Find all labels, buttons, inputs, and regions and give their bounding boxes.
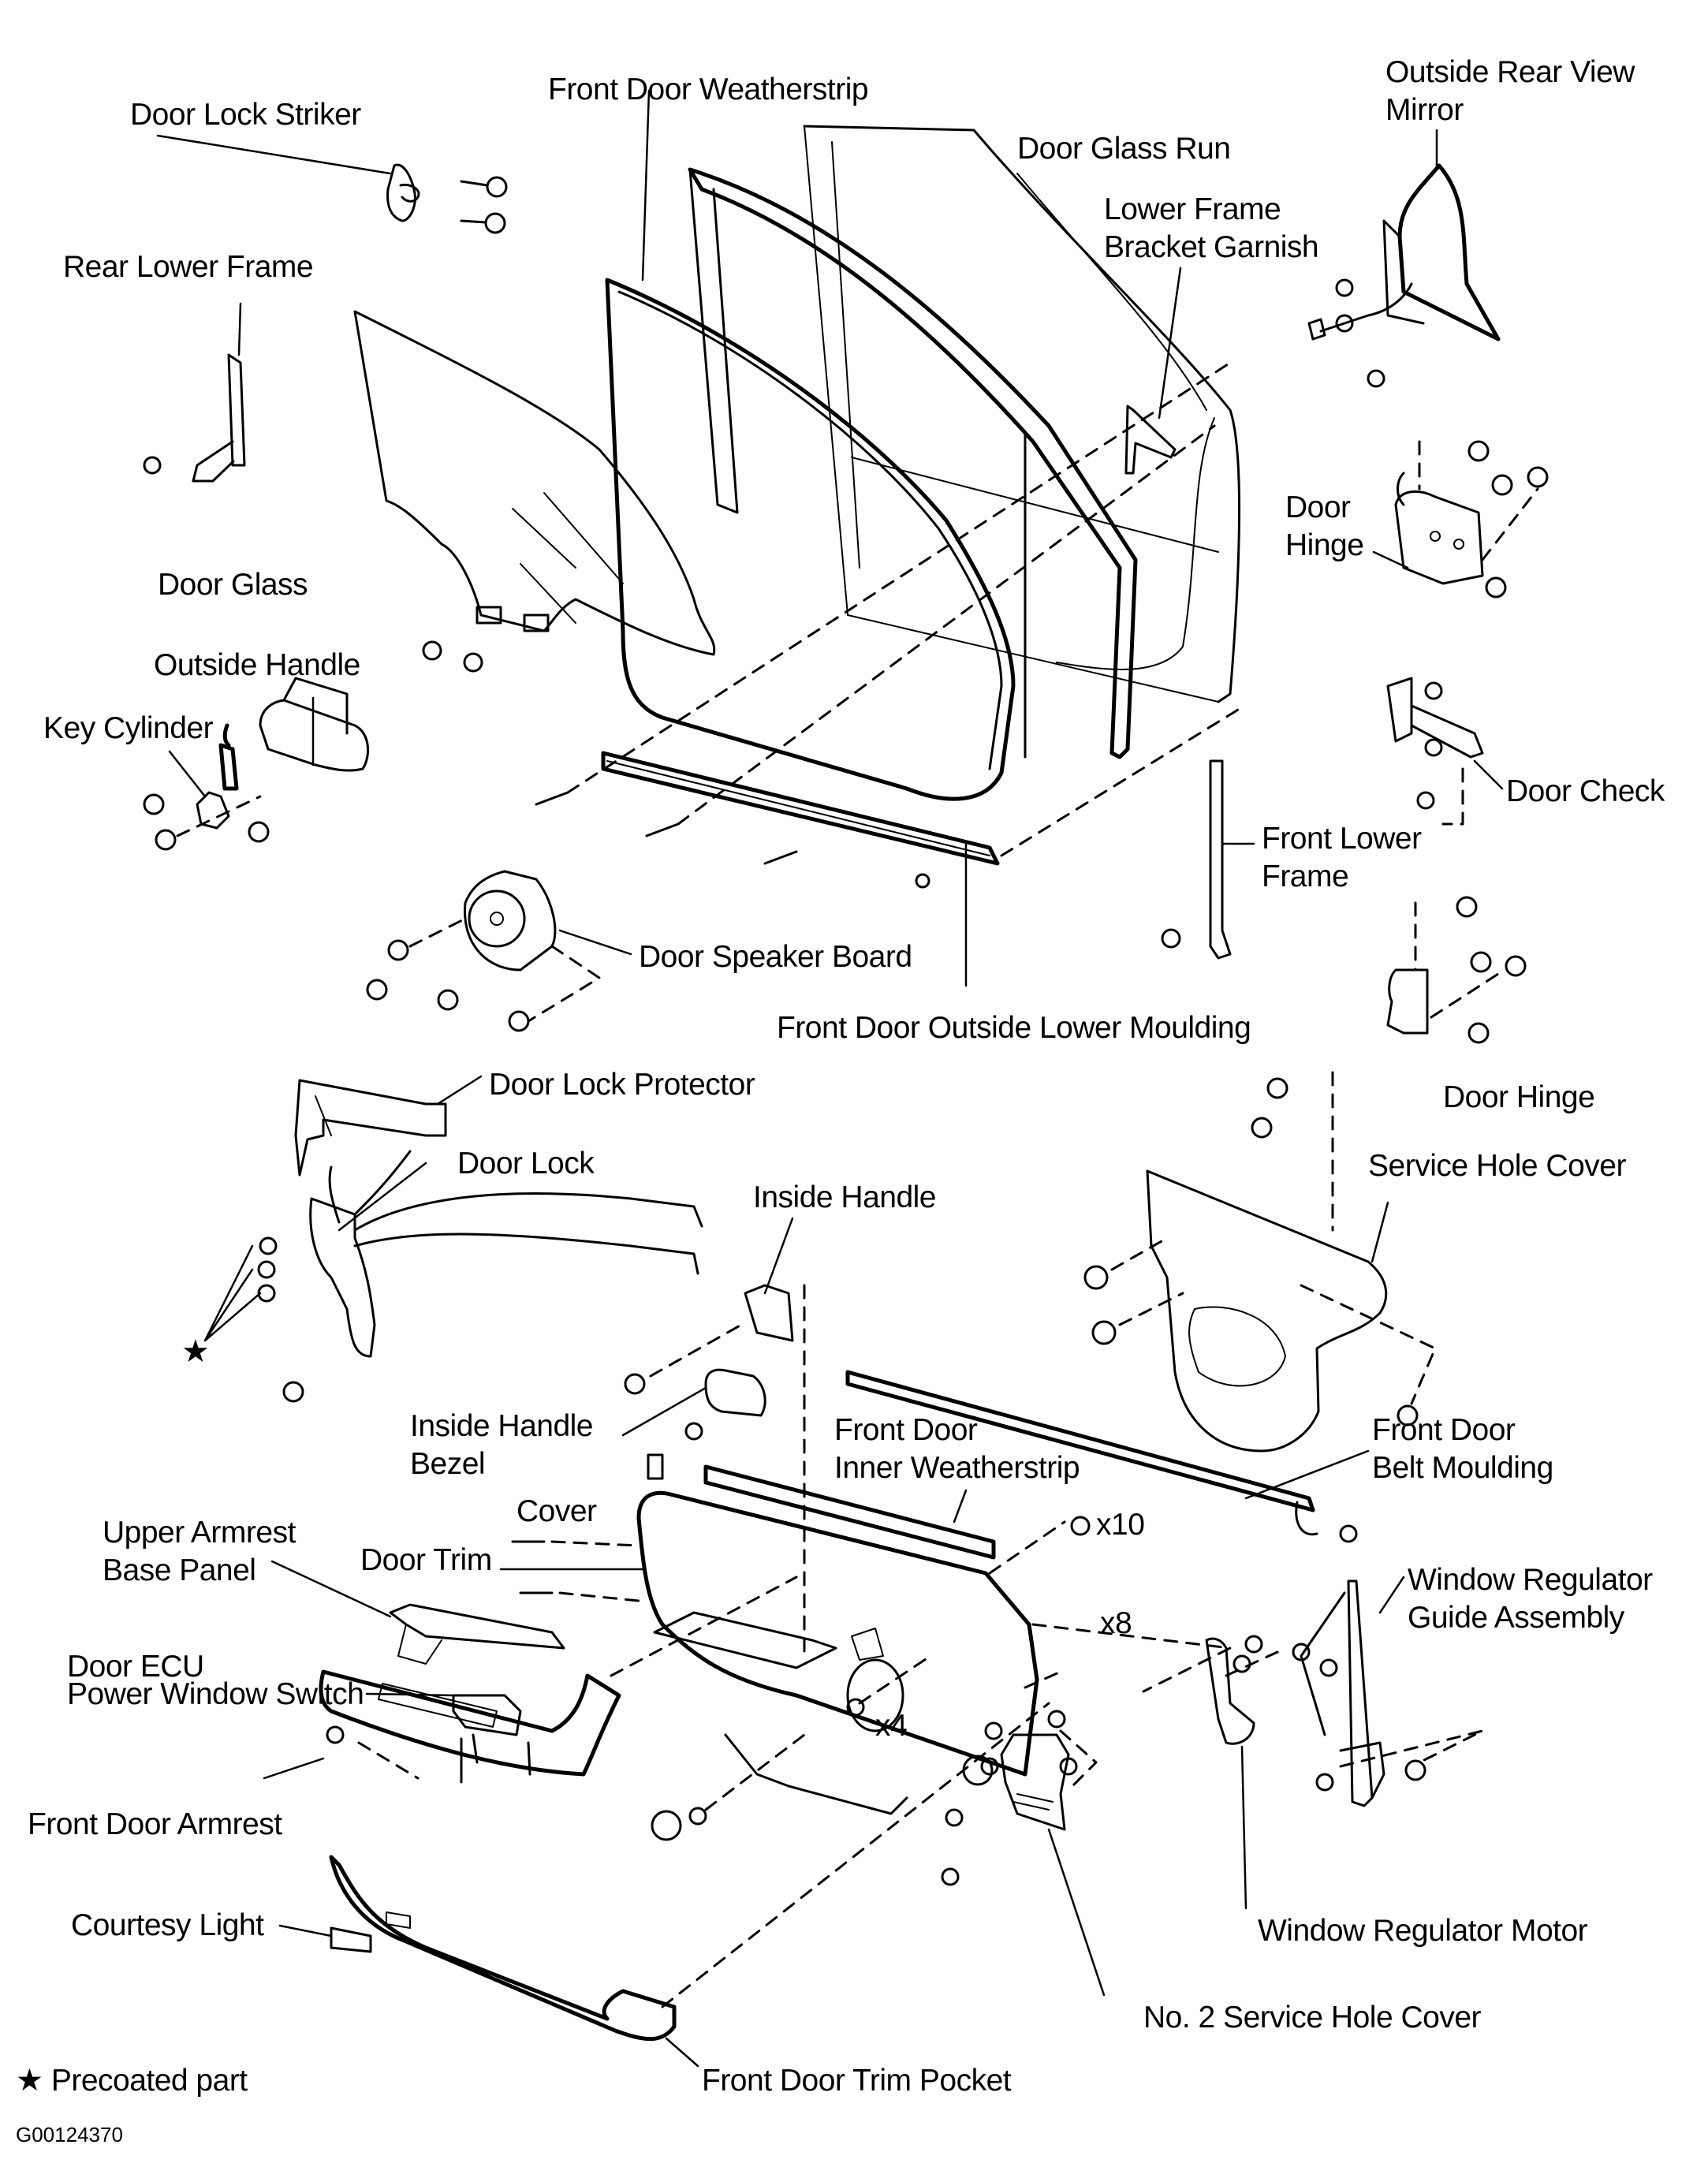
door-glass-run xyxy=(688,167,1138,759)
label-front-lower-frame: Front Lower xyxy=(1262,822,1422,856)
label-door-hinge-upper-line2: Hinge xyxy=(1285,528,1364,562)
door-lock-part xyxy=(203,1150,703,1403)
legend-precoated-part: ★ Precoated part xyxy=(16,2062,248,2100)
label-inside-handle-bezel: Inside Handle xyxy=(410,1409,594,1443)
front-door-inner-weatherstrip-part xyxy=(703,1464,996,1560)
lower-frame-bracket-garnish-part xyxy=(1124,267,1182,475)
rear-lower-frame-part xyxy=(143,302,246,791)
door-shell xyxy=(803,125,1241,703)
service-hole-cover-part xyxy=(1083,1071,1437,1453)
door-speaker-board-part xyxy=(366,870,632,1032)
label-front-door-inner-weatherstrip: Front Door xyxy=(834,1413,978,1447)
courtesy-light-part xyxy=(278,1924,372,1953)
label-window-regulator-motor: Window Regulator Motor xyxy=(1258,1914,1588,1948)
label-upper-armrest-base-panel-line2: Base Panel xyxy=(103,1553,256,1587)
inside-handle-part xyxy=(621,1217,806,1658)
front-door-belt-moulding-part xyxy=(845,1370,1370,1543)
door-lock-protector-part xyxy=(294,1075,483,1177)
label-front-door-armrest: Front Door Armrest xyxy=(28,1807,282,1841)
label-door-hinge-lower: Door Hinge xyxy=(1443,1080,1595,1114)
label-upper-armrest-base-panel: Upper Armrest xyxy=(103,1516,296,1550)
door-check-part xyxy=(1386,677,1504,826)
label-door-lock: Door Lock xyxy=(457,1147,595,1180)
front-door-armrest-part xyxy=(263,1576,798,1780)
label-cover: Cover xyxy=(517,1494,597,1528)
door-lock-striker-part xyxy=(156,134,508,234)
label-front-door-inner-weatherstrip-line2: Inner Weatherstrip xyxy=(834,1451,1080,1485)
outside-handle-part xyxy=(143,677,370,851)
label-courtesy-light: Courtesy Light xyxy=(71,1908,264,1942)
label-front-lower-frame-line2: Frame xyxy=(1262,860,1349,893)
label-qty-x4: x4 xyxy=(875,1709,908,1743)
label-inside-handle-bezel-line2: Bezel xyxy=(410,1447,486,1481)
label-inside-handle: Inside Handle xyxy=(753,1180,937,1214)
front-door-outside-lower-moulding-part xyxy=(535,361,1240,987)
outside-rear-view-mirror-part xyxy=(1307,129,1501,388)
precoat-star-icon: ★ xyxy=(181,1334,210,1369)
star-icon: ★ xyxy=(16,2064,43,2098)
label-window-regulator-guide-assembly-line2: Guide Assembly xyxy=(1408,1601,1624,1635)
label-door-ecu-power-window-switch: Door ECU xyxy=(67,1650,204,1684)
front-door-weatherstrip xyxy=(605,89,1016,801)
label-door-hinge-upper: Door xyxy=(1285,490,1351,524)
front-door-trim-pocket-part xyxy=(329,1702,1050,2068)
label-outside-handle: Outside Handle xyxy=(154,648,360,682)
label-door-speaker-board: Door Speaker Board xyxy=(639,940,912,974)
front-lower-frame-part xyxy=(1161,759,1255,960)
label-door-trim: Door Trim xyxy=(360,1543,492,1577)
label-qty-x8: x8 xyxy=(1100,1606,1132,1640)
legend-text: Precoated part xyxy=(50,2064,248,2098)
label-front-door-trim-pocket: Front Door Trim Pocket xyxy=(702,2064,1012,2098)
door-hinge-upper-part xyxy=(1372,440,1549,599)
label-door-lock-striker: Door Lock Striker xyxy=(130,98,361,132)
label-no2-service-hole-cover: No. 2 Service Hole Cover xyxy=(1143,2001,1482,2034)
window-regulator-part xyxy=(1292,1576,1484,1807)
door-glass-part xyxy=(353,310,716,673)
label-key-cylinder: Key Cylinder xyxy=(43,711,214,745)
label-lower-frame-bracket-garnish-line2: Bracket Garnish xyxy=(1104,230,1319,264)
figure-code: G00124370 xyxy=(16,2123,123,2146)
label-rear-lower-frame: Rear Lower Frame xyxy=(63,250,314,284)
label-front-door-outside-lower-moulding: Front Door Outside Lower Moulding xyxy=(777,1011,1251,1045)
label-front-door-belt-moulding: Front Door xyxy=(1372,1413,1516,1447)
label-lower-frame-bracket-garnish: Lower Frame xyxy=(1104,192,1281,226)
label-service-hole-cover: Service Hole Cover xyxy=(1368,1149,1626,1183)
label-front-door-weatherstrip: Front Door Weatherstrip xyxy=(548,73,869,106)
door-hinge-lower-part xyxy=(1386,896,1527,1044)
label-door-glass-run: Door Glass Run xyxy=(1017,132,1231,166)
no2-service-hole-cover-part xyxy=(941,1710,1106,1997)
upper-armrest-base-panel-part xyxy=(270,1560,565,1665)
label-outside-rear-view-mirror: Outside Rear View xyxy=(1385,55,1635,89)
door-trim-part xyxy=(499,1490,1232,1815)
label-door-lock-protector: Door Lock Protector xyxy=(489,1068,755,1102)
label-front-door-belt-moulding-line2: Belt Moulding xyxy=(1372,1451,1553,1485)
label-door-ecu-power-window-switch-line2: Power Window Switch xyxy=(67,1677,364,1711)
label-door-check: Door Check xyxy=(1506,774,1665,808)
trim-fasteners xyxy=(651,1516,1091,1841)
label-qty-x10: x10 xyxy=(1096,1508,1145,1542)
label-window-regulator-guide-assembly: Window Regulator xyxy=(1408,1563,1653,1597)
window-regulator-motor-part xyxy=(1205,1635,1279,1910)
label-outside-rear-view-mirror-line2: Mirror xyxy=(1385,93,1464,127)
label-door-glass: Door Glass xyxy=(158,568,308,602)
